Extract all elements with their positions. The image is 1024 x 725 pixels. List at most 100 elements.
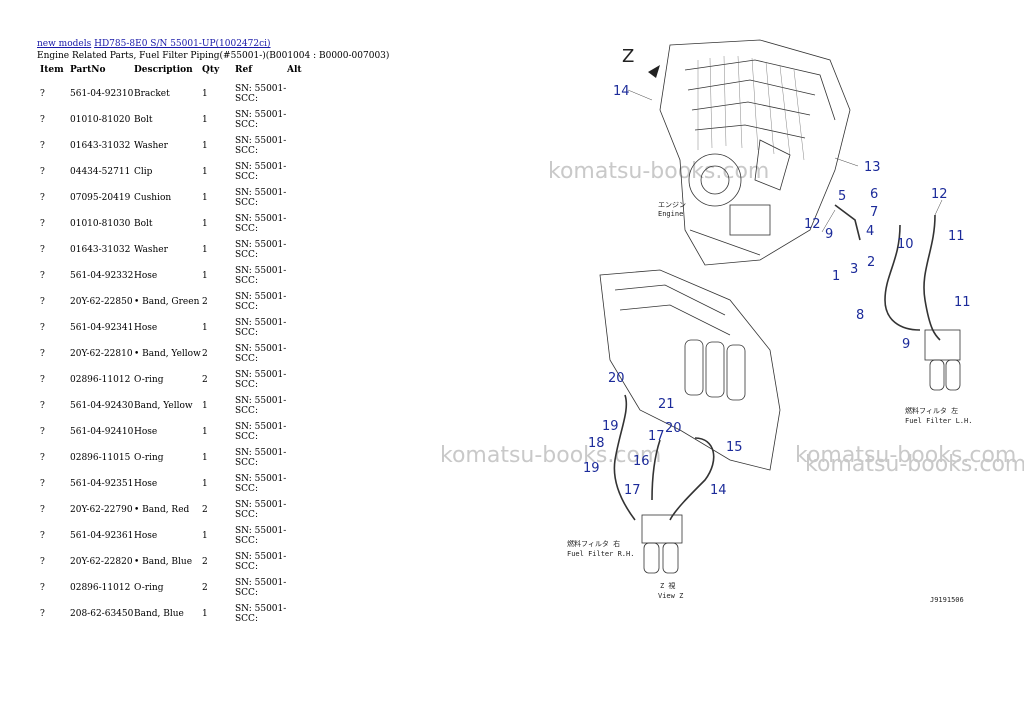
callout-number: 9 [825,227,833,242]
callout-number: 11 [954,295,971,310]
callout-group: 14 13 5 6 12 7 9 4 12 11 1 3 2 10 11 8 9… [583,84,971,498]
header-item: Item [40,64,64,75]
header-description: Description [134,64,193,75]
cell-qty: 1 [202,166,208,177]
ref-serial: SN: 55001- [235,474,287,485]
cell-partno: 208-62-63450 [70,608,134,619]
cell-description: Bolt [134,114,153,125]
callout-number: 3 [850,262,858,277]
ref-scc: SCC: [235,120,258,131]
ref-serial: SN: 55001- [235,448,287,459]
ref-serial: SN: 55001- [235,318,287,329]
callout-number: 2 [867,255,875,270]
ref-serial: SN: 55001- [235,266,287,277]
cell-item: ? [40,348,45,359]
cell-qty: 1 [202,426,208,437]
callout-number: 17 [648,429,665,444]
callout-number: 20 [608,371,625,386]
ref-serial: SN: 55001- [235,526,287,537]
ref-serial: SN: 55001- [235,422,287,433]
ref-serial: SN: 55001- [235,604,287,615]
breadcrumb-link-model[interactable]: HD785-8E0 S/N 55001-UP(1002472ci) [94,39,271,49]
cell-item: ? [40,452,45,463]
cell-alt [287,237,302,263]
breadcrumb-link-new-models[interactable]: new models [37,39,92,49]
callout-number: 1 [832,269,840,284]
cell-alt [287,341,302,367]
engine-lower-illustration [599,269,781,471]
header-qty: Qty [202,64,220,75]
cell-description: Hose [134,530,158,541]
filter-rh-label-en: Fuel Filter R.H. [567,550,634,558]
cell-alt [287,107,302,133]
cell-alt [287,393,302,419]
ref-serial: SN: 55001- [235,162,287,173]
ref-scc: SCC: [235,484,258,495]
header-partno: PartNo [70,64,106,75]
ref-serial: SN: 55001- [235,552,287,563]
cell-partno: 20Y-62-22820 [70,556,133,567]
filter-lh-label-jp: 燃料フィルタ 左 [905,406,958,415]
cell-partno: 20Y-62-22810 [70,348,133,359]
cell-description: Clip [134,166,153,177]
ref-serial: SN: 55001- [235,578,287,589]
cell-alt [287,497,302,523]
cell-item: ? [40,322,45,333]
callout-number: 16 [633,454,650,469]
cell-ref: SN: 55001-SCC: [221,211,287,237]
page-subtitle: Engine Related Parts, Fuel Filter Piping… [37,50,390,61]
cell-item: ? [40,374,45,385]
cell-item: ? [40,478,45,489]
engine-label-jp: エンジン [658,201,686,209]
ref-scc: SCC: [235,276,258,287]
cell-partno: 04434-52711 [70,166,131,177]
cell-item: ? [40,114,45,125]
cell-alt [287,185,302,211]
header-ref: Ref [235,64,253,75]
filter-rh-illustration [641,514,683,574]
callout-number: 6 [870,187,878,202]
cell-description: • Band, Blue [134,556,193,567]
cell-partno: 561-04-92351 [70,478,134,489]
ref-scc: SCC: [235,302,258,313]
cell-description: Hose [134,478,158,489]
cell-item: ? [40,530,45,541]
watermark: komatsu-books.com [548,159,770,184]
cell-ref: SN: 55001-SCC: [221,549,287,575]
ref-scc: SCC: [235,328,258,339]
ref-serial: SN: 55001- [235,84,287,95]
cell-partno: 561-04-92341 [70,322,134,333]
cell-ref: SN: 55001-SCC: [221,601,287,627]
engine-detail-lines [697,55,805,161]
callout-number: 7 [870,205,878,220]
cell-partno: 02896-11012 [70,582,131,593]
cell-item: ? [40,270,45,281]
ref-scc: SCC: [235,614,258,625]
cell-ref: SN: 55001-SCC: [221,445,287,471]
cell-partno: 01010-81030 [70,218,131,229]
watermark: komatsu-books.com [795,443,1017,468]
cell-alt [287,445,302,471]
ref-scc: SCC: [235,406,258,417]
cell-alt [287,211,302,237]
table-header-row: Item PartNo Description Qty Ref Alt [37,65,302,82]
watermark: komatsu-books.com [440,443,662,468]
view-label-en: View Z [658,592,683,600]
ref-scc: SCC: [235,172,258,183]
cell-qty: 2 [202,504,208,515]
leader-lines [627,89,943,233]
cell-ref: SN: 55001-SCC: [221,289,287,315]
cell-description: Hose [134,426,158,437]
ref-serial: SN: 55001- [235,240,287,251]
cell-alt [287,523,302,549]
cell-ref: SN: 55001-SCC: [221,315,287,341]
cell-qty: 1 [202,608,208,619]
